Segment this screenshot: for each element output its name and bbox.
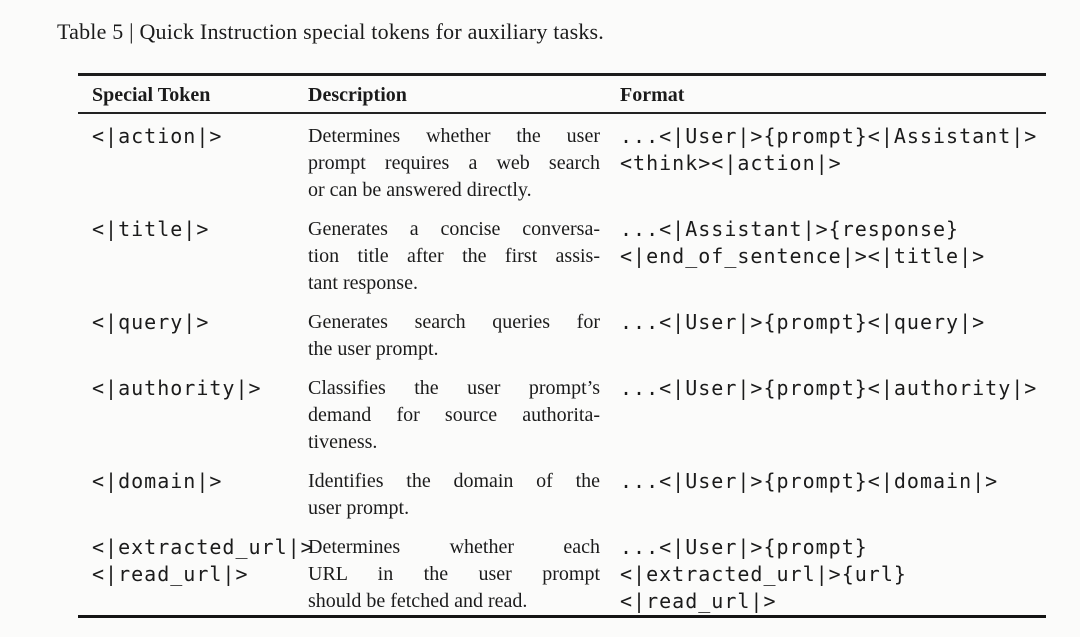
description-line: URL in the user prompt <box>308 563 600 585</box>
table-header-row: Special Token Description Format <box>78 76 1046 112</box>
special-token-cell: <|domain|> <box>78 468 308 522</box>
table-row-domain: <|domain|> Identifies the domain of the … <box>78 468 1046 522</box>
format-line: <|end_of_sentence|><|title|> <box>620 244 986 268</box>
special-token: <|query|> <box>92 310 210 334</box>
format-cell: ...<|User|>{prompt}<|Assistant|> <think>… <box>620 123 1046 204</box>
special-tokens-table: Special Token Description Format <|actio… <box>78 73 1046 618</box>
format-line: ...<|User|>{prompt}<|domain|> <box>620 469 999 493</box>
format-line: ...<|User|>{prompt}<|authority|> <box>620 376 1038 400</box>
header-format: Format <box>620 84 685 106</box>
description-line: the user prompt. <box>308 338 439 360</box>
special-token: <|read_url|> <box>92 562 249 586</box>
format-line: ...<|User|>{prompt}<|Assistant|> <box>620 124 1038 148</box>
format-cell: ...<|User|>{prompt}<|domain|> <box>620 468 1046 522</box>
description-line: prompt requires a web search <box>308 152 600 174</box>
special-token: <|authority|> <box>92 376 262 400</box>
description-line: Generates search queries for <box>308 311 600 333</box>
header-description: Description <box>308 84 407 106</box>
description-line: Determines whether each <box>308 536 600 558</box>
description-line: Determines whether the user <box>308 125 600 147</box>
description-cell: Generates search queries for the user pr… <box>308 309 600 363</box>
description-line: user prompt. <box>308 497 410 519</box>
table-row-authority: <|authority|> Classifies the user prompt… <box>78 375 1046 456</box>
table-row-query: <|query|> Generates search queries for t… <box>78 309 1046 363</box>
description-cell: Generates a concise conversa- tion title… <box>308 216 600 297</box>
format-line: ...<|User|>{prompt} <box>620 535 868 559</box>
description-line: should be fetched and read. <box>308 590 528 612</box>
special-token: <|extracted_url|> <box>92 535 314 559</box>
description-line: tant response. <box>308 272 418 294</box>
format-cell: ...<|User|>{prompt}<|query|> <box>620 309 1046 363</box>
description-line: demand for source authorita- <box>308 404 600 426</box>
description-cell: Identifies the domain of the user prompt… <box>308 468 600 522</box>
special-token-cell: <|extracted_url|> <|read_url|> <box>78 534 314 615</box>
description-line: tion title after the first assis- <box>308 245 600 267</box>
table-header-rule <box>78 112 1046 114</box>
table-row-action: <|action|> Determines whether the user p… <box>78 123 1046 204</box>
format-cell: ...<|User|>{prompt}<|authority|> <box>620 375 1046 456</box>
special-token-cell: <|title|> <box>78 216 308 297</box>
special-token-cell: <|query|> <box>78 309 308 363</box>
table-row-title: <|title|> Generates a concise conversa- … <box>78 216 1046 297</box>
special-token-cell: <|action|> <box>78 123 308 204</box>
format-cell: ...<|Assistant|>{response} <|end_of_sent… <box>620 216 1046 297</box>
table-caption: Table 5 | Quick Instruction special toke… <box>57 19 604 44</box>
table-top-rule <box>78 73 1046 76</box>
description-line: tiveness. <box>308 431 378 453</box>
special-token: <|domain|> <box>92 469 223 493</box>
format-line: <|read_url|> <box>620 589 777 613</box>
table-bottom-rule <box>78 615 1046 618</box>
description-cell: Classifies the user prompt’s demand for … <box>308 375 600 456</box>
table-row-extracted-url: <|extracted_url|> <|read_url|> Determine… <box>78 534 1046 615</box>
description-cell: Determines whether each URL in the user … <box>308 534 600 615</box>
special-token: <|title|> <box>92 217 210 241</box>
description-line: Identifies the domain of the <box>308 470 600 492</box>
special-token-cell: <|authority|> <box>78 375 308 456</box>
format-line: ...<|Assistant|>{response} <box>620 217 960 241</box>
table-body: <|action|> Determines whether the user p… <box>78 114 1046 615</box>
description-cell: Determines whether the user prompt requi… <box>308 123 600 204</box>
description-line: Generates a concise conversa- <box>308 218 600 240</box>
special-token: <|action|> <box>92 124 223 148</box>
format-line: ...<|User|>{prompt}<|query|> <box>620 310 986 334</box>
description-line: Classifies the user prompt’s <box>308 377 600 399</box>
format-cell: ...<|User|>{prompt} <|extracted_url|>{ur… <box>620 534 1046 615</box>
description-line: or can be answered directly. <box>308 179 532 201</box>
header-special-token: Special Token <box>92 84 211 106</box>
format-line: <|extracted_url|>{url} <box>620 562 907 586</box>
format-line: <think><|action|> <box>620 151 842 175</box>
